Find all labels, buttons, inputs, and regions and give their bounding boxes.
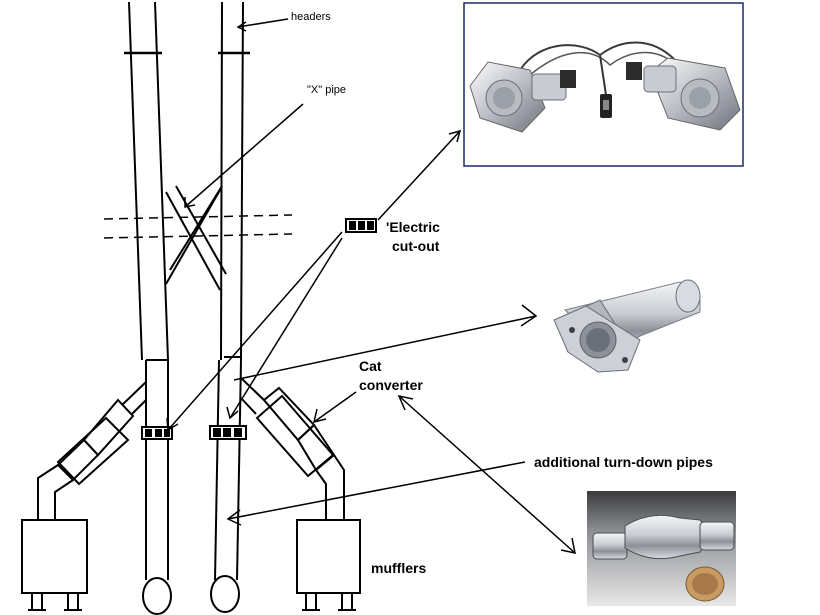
headers-label: headers bbox=[291, 11, 331, 23]
electric-cutout-label-line2: cut-out bbox=[392, 238, 440, 254]
catalytic-converter-photo bbox=[587, 491, 736, 606]
x-pipe-dash-lines bbox=[103, 214, 293, 239]
mufflers-label: mufflers bbox=[371, 560, 427, 576]
cutout-photo-arrow bbox=[377, 130, 461, 221]
y-pipe-photo bbox=[553, 279, 701, 373]
ypipe-arrow bbox=[233, 315, 537, 381]
cutout-kit-photo bbox=[463, 2, 744, 167]
left-cutout-clamp bbox=[141, 426, 173, 440]
cutout-arrow-right bbox=[229, 237, 343, 419]
x-pipe bbox=[165, 185, 227, 291]
electric-cutout-label-line1: 'Electric bbox=[386, 219, 440, 235]
turn-down-arrow bbox=[227, 461, 526, 520]
turn-down-pipes-label: additional turn-down pipes bbox=[534, 454, 713, 470]
x-pipe-label: "X" pipe bbox=[307, 84, 346, 96]
annotation-arrows bbox=[166, 18, 576, 554]
right-muffler bbox=[296, 519, 361, 611]
left-branch bbox=[37, 381, 147, 520]
cat-arrow bbox=[313, 391, 357, 423]
left-exhaust-pipe bbox=[128, 1, 172, 615]
legend-cutout-clamp bbox=[345, 218, 377, 233]
headers-arrow bbox=[237, 18, 289, 28]
left-muffler bbox=[21, 519, 88, 611]
cutout-arrow-left bbox=[167, 231, 343, 431]
right-exhaust-pipe bbox=[210, 1, 244, 613]
right-cat-converter bbox=[255, 394, 335, 478]
right-cutout-clamp bbox=[209, 425, 247, 440]
x-pipe-arrow bbox=[184, 103, 304, 208]
cat-photo-arrow bbox=[398, 395, 576, 554]
cat-converter-label-line2: converter bbox=[359, 377, 423, 393]
left-cat-converter bbox=[56, 416, 130, 486]
cat-converter-label-line1: Cat bbox=[359, 358, 382, 374]
